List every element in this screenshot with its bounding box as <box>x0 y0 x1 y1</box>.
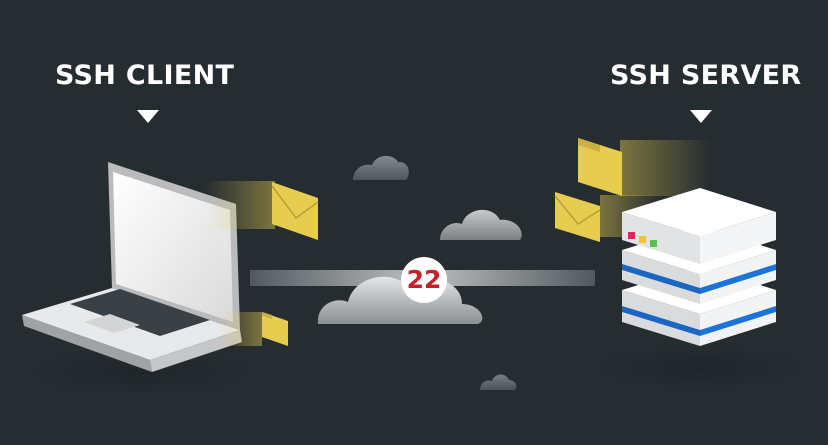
folder-icon <box>262 312 288 346</box>
envelope-icon <box>271 182 319 240</box>
cloud-icon <box>440 209 522 240</box>
led-red <box>628 232 635 239</box>
ssh-server-label: SSH SERVER <box>610 60 802 91</box>
led-green <box>650 240 657 247</box>
ssh-client-label: SSH CLIENT <box>55 60 235 91</box>
port-badge <box>401 257 447 303</box>
arrow-down-icon <box>137 110 159 123</box>
cloud-icon <box>353 155 409 180</box>
folder-icon <box>578 138 622 196</box>
cloud-icon <box>480 374 517 390</box>
arrow-down-icon <box>690 110 712 123</box>
port-number: 22 <box>406 265 442 294</box>
led-yellow <box>639 236 646 243</box>
server-stack-icon <box>622 188 776 346</box>
envelope-icon <box>554 192 601 242</box>
